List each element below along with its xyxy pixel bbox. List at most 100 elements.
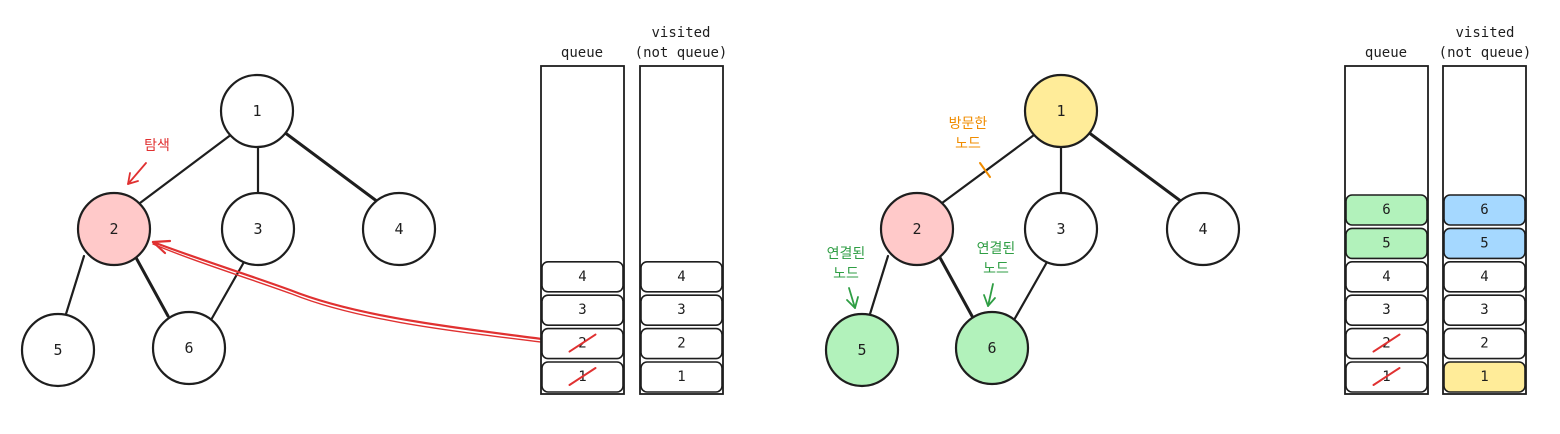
queue-title: queue xyxy=(561,45,603,61)
right-graph: 1 2 3 4 5 6 방문한 노드 연결된 노드 xyxy=(824,73,1241,388)
queue-cells: 4 3 21 xyxy=(541,260,624,393)
cell-label: 5 xyxy=(1382,235,1390,251)
cell-label: 5 xyxy=(1480,235,1488,251)
dequeue-arrow-icon xyxy=(151,239,559,345)
visited-cells: 4 3 2 1 xyxy=(640,260,723,393)
stack-cell: 3 xyxy=(640,294,723,327)
right-visited-column: visited (not queue) 6 5 4 3 2 1 xyxy=(1439,25,1532,395)
left-node-1: 1 xyxy=(219,73,295,149)
edge-3-6 xyxy=(209,260,246,322)
stack-cell: 6 xyxy=(1345,194,1428,226)
visited-title: visited xyxy=(651,25,710,41)
left-node-2: 2 xyxy=(76,191,152,267)
connected-node-annotation-right-2: 노드 xyxy=(983,261,1009,277)
right-node-4: 4 xyxy=(1165,191,1241,267)
strike-mark xyxy=(568,367,597,386)
cell-label: 3 xyxy=(1382,302,1390,318)
stack-cell: 5 xyxy=(1345,227,1428,260)
left-node-6: 6 xyxy=(151,310,227,386)
visited-tick-icon xyxy=(979,162,991,178)
node-label: 1 xyxy=(1056,102,1065,120)
edge-1-4 xyxy=(282,130,380,204)
right-node-1: 1 xyxy=(1023,73,1099,149)
node-label: 6 xyxy=(184,339,193,357)
visited-cells: 6 5 4 3 2 1 xyxy=(1443,194,1526,393)
edge-2-5 xyxy=(64,254,86,316)
cell-label: 4 xyxy=(1480,269,1488,285)
node-label: 6 xyxy=(987,339,996,357)
connected-node-annotation-left-2: 노드 xyxy=(833,266,859,282)
edge-1-4 xyxy=(1086,130,1184,204)
stack-cell: 2 xyxy=(1443,327,1526,360)
stack-cell: 2 xyxy=(541,327,624,360)
connected-node-annotation-right: 연결된 xyxy=(977,241,1016,257)
visited-node-annotation: 방문한 xyxy=(949,116,988,132)
cell-label: 3 xyxy=(578,302,586,318)
node-label: 5 xyxy=(857,341,866,359)
edge-2-6 xyxy=(132,252,170,318)
right-node-6: 6 xyxy=(954,310,1030,386)
cell-label: 4 xyxy=(578,269,586,285)
stack-cell: 1 xyxy=(1443,361,1526,393)
stack-cell: 2 xyxy=(1345,327,1428,360)
node-label: 4 xyxy=(394,220,403,238)
connected-arrow-icon xyxy=(846,287,859,309)
stack-cell: 4 xyxy=(541,260,624,293)
node-label: 1 xyxy=(252,102,261,120)
visited-subtitle: (not queue) xyxy=(635,45,728,61)
left-graph: 1 2 3 4 5 6 탐색 xyxy=(20,73,559,388)
right-node-3: 3 xyxy=(1023,191,1099,267)
node-label: 3 xyxy=(253,220,262,238)
queue-title: queue xyxy=(1365,45,1407,61)
cell-label: 6 xyxy=(1382,202,1390,218)
stack-cell: 1 xyxy=(541,361,624,393)
visited-subtitle: (not queue) xyxy=(1439,45,1532,61)
visited-node-annotation-2: 노드 xyxy=(955,136,981,152)
edge-2-5 xyxy=(868,254,890,316)
cell-label: 4 xyxy=(677,269,685,285)
left-node-5: 5 xyxy=(20,312,96,388)
cell-label: 4 xyxy=(1382,269,1390,285)
cell-label: 1 xyxy=(1480,369,1488,385)
cell-label: 1 xyxy=(677,369,685,385)
connected-arrow-icon xyxy=(983,283,996,307)
stack-cell: 5 xyxy=(1443,227,1526,260)
stack-cell: 1 xyxy=(1345,361,1428,393)
strike-mark xyxy=(1372,367,1401,386)
right-node-5: 5 xyxy=(824,312,900,388)
stack-cell: 3 xyxy=(1345,294,1428,327)
right-queue-column: queue 6 5 4 3 21 xyxy=(1344,45,1429,395)
stack-cell: 2 xyxy=(640,327,723,360)
edge-3-6 xyxy=(1012,260,1049,322)
visited-title: visited xyxy=(1455,25,1514,41)
stack-cell: 3 xyxy=(1443,294,1526,327)
stack-cell: 4 xyxy=(1345,260,1428,293)
left-visited-column: visited (not queue) 4 3 2 1 xyxy=(635,25,728,395)
connected-node-annotation-left: 연결된 xyxy=(827,246,866,262)
edge-1-2 xyxy=(134,132,234,208)
stack-cell: 4 xyxy=(1443,260,1526,293)
stack-cell: 3 xyxy=(541,294,624,327)
cell-label: 6 xyxy=(1480,202,1488,218)
stack-cell: 4 xyxy=(640,260,723,293)
right-graph-edges xyxy=(868,130,1184,322)
right-node-2: 2 xyxy=(879,191,955,267)
cell-label: 2 xyxy=(677,336,685,352)
search-arrow-icon xyxy=(127,162,147,185)
stack-cell: 1 xyxy=(640,361,723,393)
strike-mark xyxy=(568,333,597,353)
left-node-4: 4 xyxy=(361,191,437,267)
left-queue-column: queue 4 3 21 xyxy=(540,45,625,395)
node-label: 3 xyxy=(1056,220,1065,238)
cell-label: 3 xyxy=(677,302,685,318)
node-label: 5 xyxy=(53,341,62,359)
cell-label: 3 xyxy=(1480,302,1488,318)
node-label: 2 xyxy=(109,220,118,238)
stack-cell: 6 xyxy=(1443,194,1526,226)
node-label: 4 xyxy=(1198,220,1207,238)
search-annotation: 탐색 xyxy=(144,138,170,154)
queue-cells: 6 5 4 3 21 xyxy=(1345,194,1428,393)
node-label: 2 xyxy=(912,220,921,238)
strike-mark xyxy=(1372,333,1401,353)
